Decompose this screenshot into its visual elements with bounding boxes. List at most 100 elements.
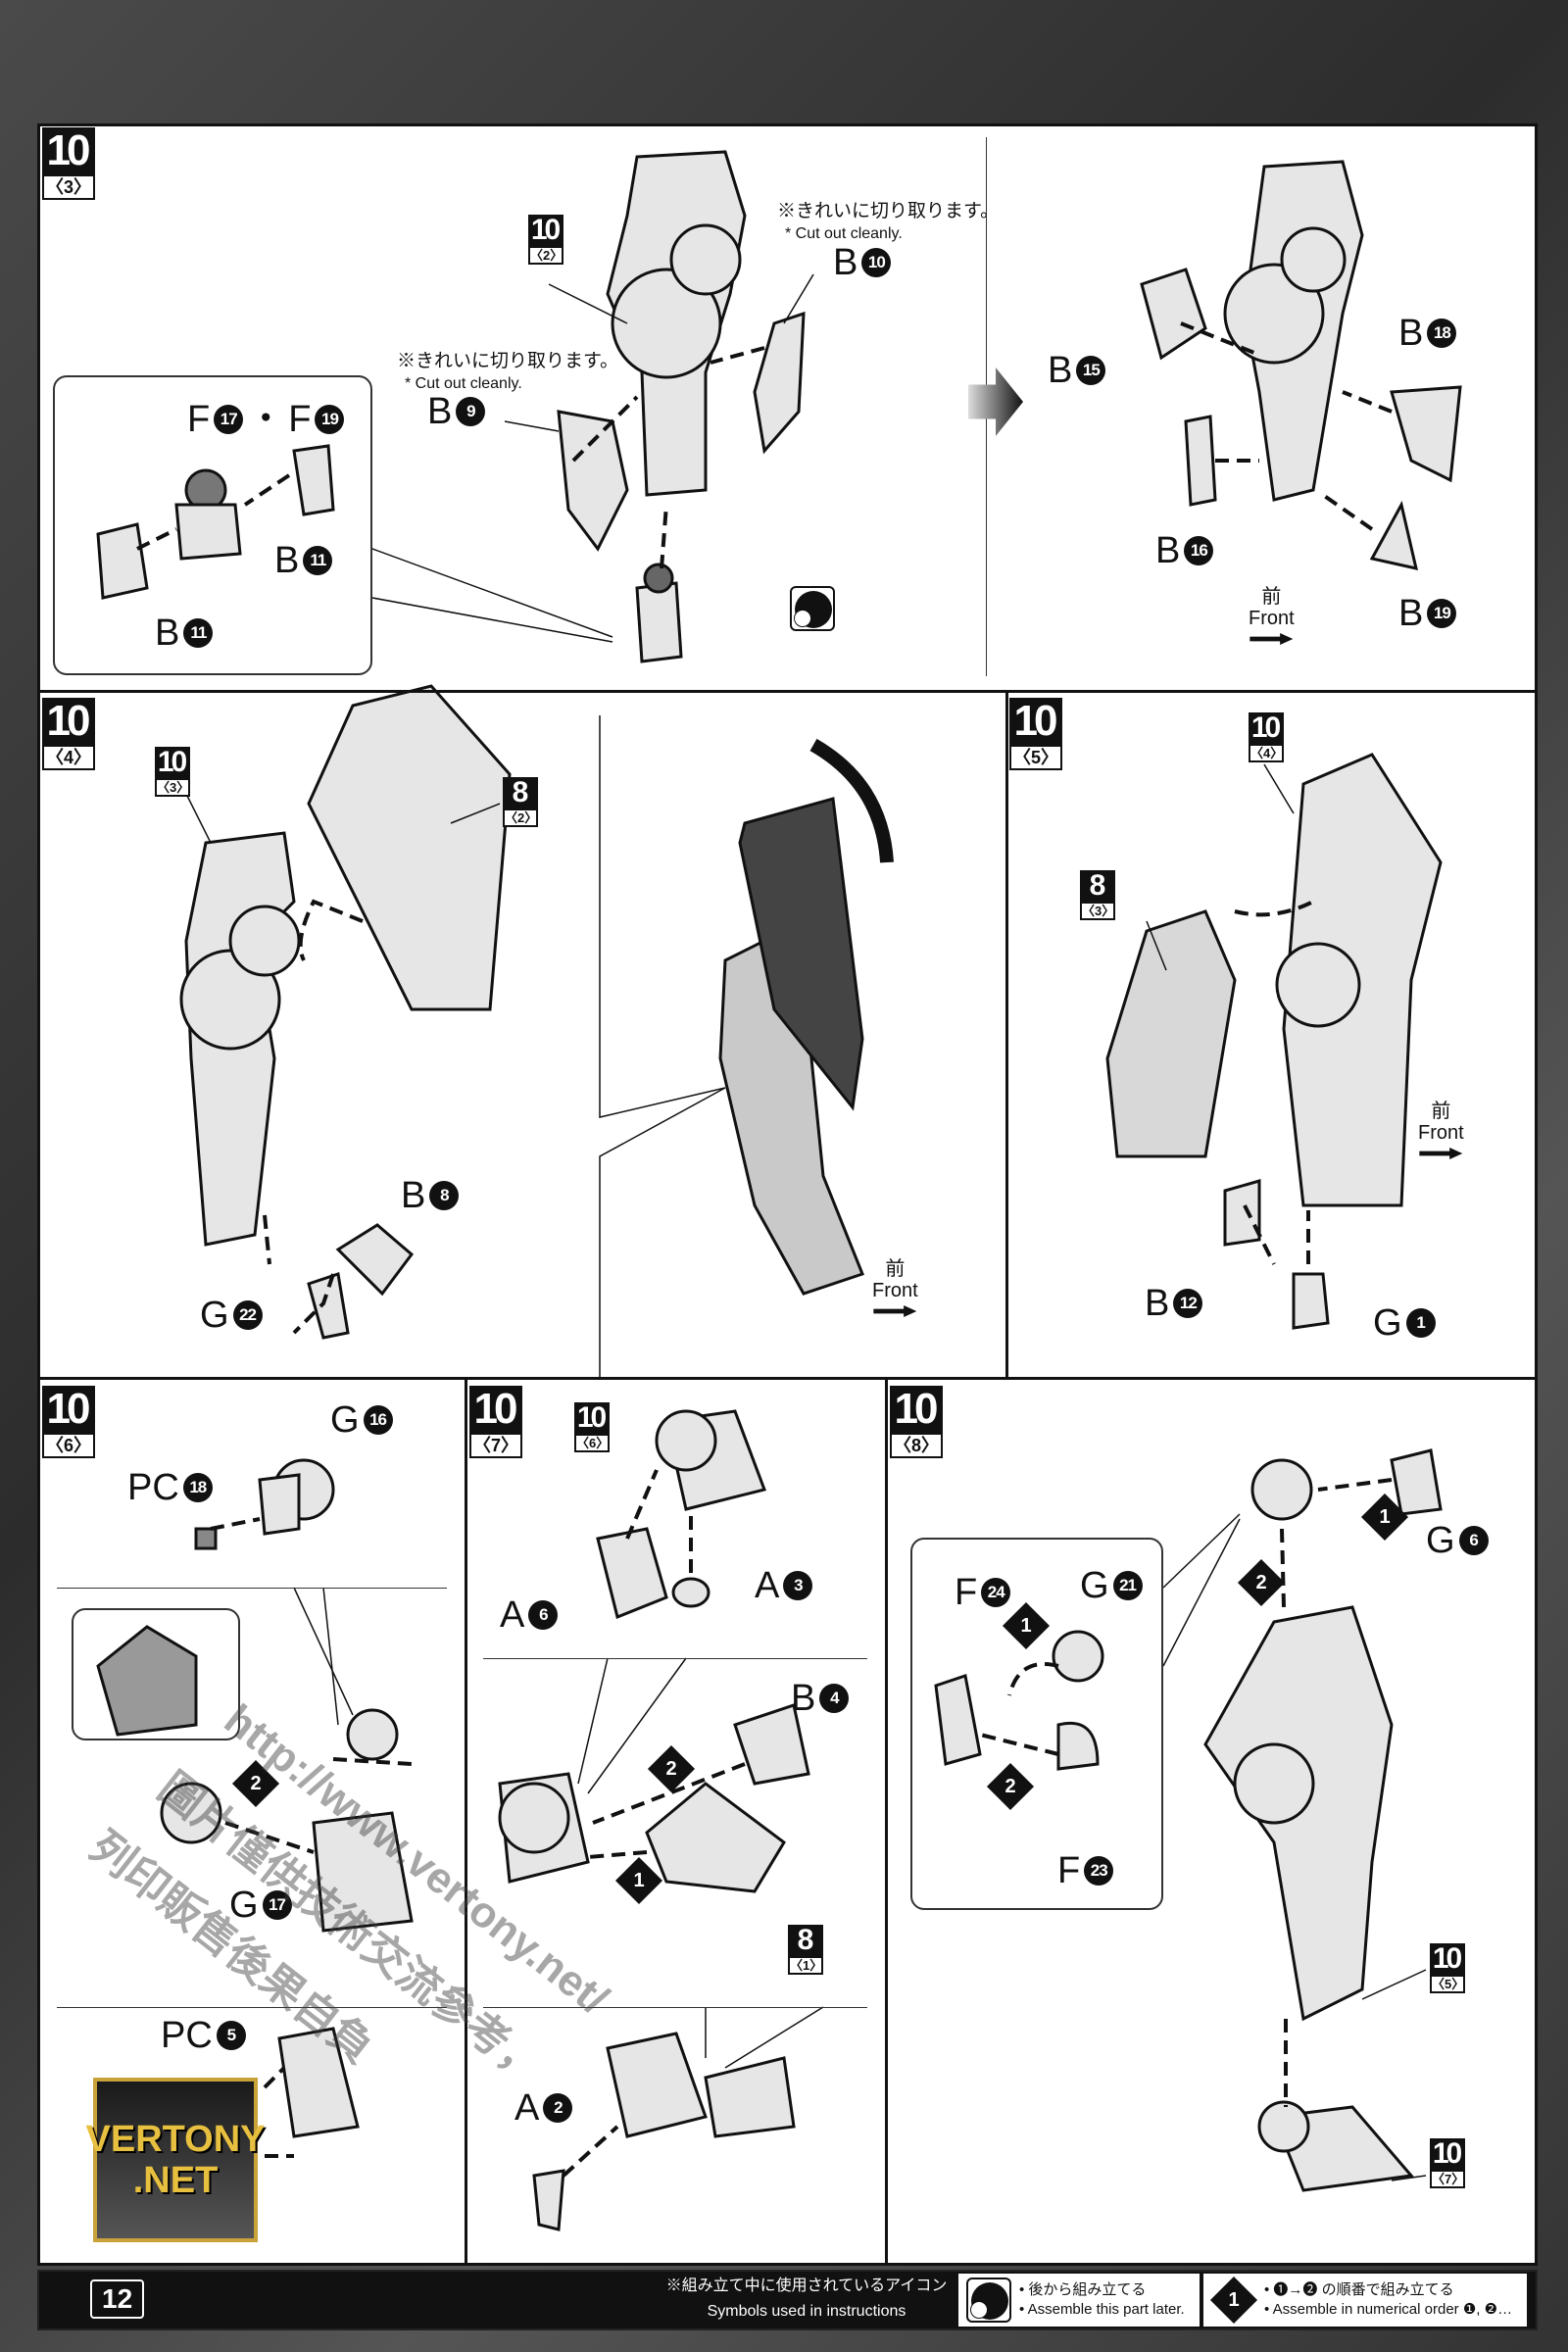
assemble-later-icon [790, 586, 835, 631]
part-number: 6 [1458, 1526, 1489, 1555]
runner-letter: B [1155, 530, 1181, 571]
front-en: Front [1418, 1122, 1464, 1144]
order-number: 1 [1228, 2289, 1240, 2311]
detail-inset-box [53, 375, 372, 675]
order-number: 1 [1020, 1614, 1032, 1637]
ref-substep: 〈3〉 [155, 778, 190, 797]
detail-inset-box [910, 1538, 1163, 1910]
ref-number: 10 [1249, 712, 1284, 744]
part-number: 1 [1405, 1308, 1436, 1338]
step-badge-10-3: 10〈3〉 [42, 127, 95, 200]
order-marker-1: 1 [614, 1856, 663, 1905]
ref-badge-10-5: 10〈5〉 [1430, 1943, 1465, 1993]
shin-armor-rotated-drawing [738, 797, 864, 1111]
step-substep: 〈7〉 [469, 1433, 522, 1458]
ref-number: 10 [1430, 2138, 1465, 2170]
part-number: 17 [262, 1890, 292, 1920]
runner-letter: PC [127, 1467, 179, 1508]
order-number: 1 [1379, 1505, 1391, 1528]
runner-letter: A [755, 1565, 780, 1606]
runner-letter: G [200, 1295, 229, 1336]
order-number: 1 [633, 1869, 645, 1891]
ref-substep: 〈2〉 [503, 808, 538, 827]
panel-divider [1005, 690, 1008, 1377]
ref-badge-10-4: 10〈4〉 [1249, 712, 1284, 762]
ref-badge-8-2: 8〈2〉 [503, 777, 538, 827]
logo-text: VERTONY [85, 2119, 266, 2160]
ref-badge-10-7: 10〈7〉 [1430, 2138, 1465, 2188]
part-number: 19 [1427, 599, 1457, 628]
order-marker-1: 1 [1360, 1493, 1409, 1542]
ref-number: 8 [503, 777, 538, 808]
runner-letter: B [1398, 593, 1424, 634]
front-arrow-icon [1419, 1148, 1463, 1159]
row-divider [37, 1377, 1538, 1380]
step-badge-10-6: 10〈6〉 [42, 1386, 95, 1458]
step-number: 10 [1009, 698, 1062, 745]
step-number: 10 [42, 1386, 95, 1433]
runner-letter: B [833, 242, 858, 283]
step-badge-10-5: 10〈5〉 [1009, 698, 1062, 770]
legend-assemble-later: • 後から組み立てる• Assemble this part later. [958, 2274, 1200, 2327]
note-jp: ※きれいに切り取ります。 [777, 201, 1000, 221]
part-number: 10 [861, 248, 892, 277]
ref-number: 10 [528, 215, 564, 246]
step-substep: 〈5〉 [1009, 745, 1062, 770]
runner-letter: G [330, 1399, 360, 1441]
runner-letter: F [955, 1572, 978, 1613]
symbols-legend-title: ※組み立て中に使用されているアイコン Symbols used in instru… [664, 2274, 949, 2325]
part-number: 18 [1427, 318, 1457, 348]
runner-letter: B [1398, 313, 1424, 354]
front-arrow-icon [1250, 633, 1294, 645]
order-marker-2: 2 [986, 1762, 1035, 1811]
part-number: 11 [183, 618, 214, 648]
panel-divider [885, 1377, 888, 2266]
legend-title-en: Symbols used in instructions [707, 2303, 906, 2320]
cut-cleanly-note: ※きれいに切り取ります。 * Cut out cleanly. [397, 350, 618, 395]
part-number: 21 [1112, 1571, 1143, 1600]
part-b15-drawing [1140, 268, 1207, 361]
ref-substep: 〈6〉 [574, 1434, 610, 1452]
note-en: * Cut out cleanly. [785, 225, 903, 242]
part-b9-drawing [557, 410, 629, 552]
part-number: 23 [1084, 1856, 1114, 1886]
shin-armor-drawing [307, 684, 512, 1011]
part-number: 6 [528, 1600, 559, 1630]
note-jp: ※きれいに切り取ります。 [397, 351, 619, 371]
runner-letter: B [427, 391, 453, 432]
runner-letter: B [155, 612, 180, 654]
order-number: 2 [1004, 1775, 1016, 1797]
runner-letter: F [288, 399, 312, 440]
logo-text: .NET [132, 2160, 219, 2201]
legend-title-jp: ※組み立て中に使用されているアイコン [665, 2278, 948, 2294]
part-number: 2 [543, 2093, 573, 2123]
part-number: 9 [456, 397, 486, 426]
section-divider [483, 2007, 867, 2008]
runner-letter: B [1145, 1283, 1170, 1324]
order-marker-1: 1 [1002, 1601, 1051, 1650]
runner-letter: F [1057, 1850, 1081, 1891]
ref-substep: 〈3〉 [1080, 902, 1115, 920]
ref-badge-8-3: 8〈3〉 [1080, 870, 1115, 920]
part-number: 5 [216, 2021, 246, 2050]
note-en: * Cut out cleanly. [405, 375, 522, 392]
knee-joint-drawing [611, 268, 722, 379]
